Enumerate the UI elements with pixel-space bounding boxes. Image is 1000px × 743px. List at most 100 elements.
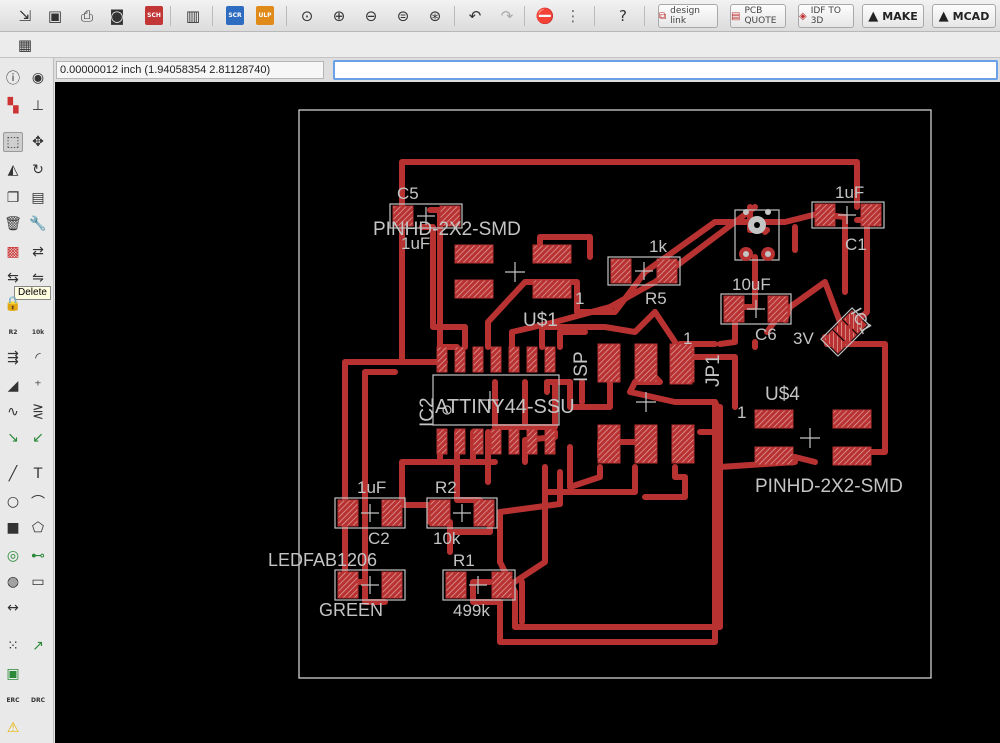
- redo-icon[interactable]: ↷: [500, 7, 514, 25]
- label-green: GREEN: [319, 600, 383, 620]
- command-toolbar: ⓘ ◉ ▚ ⊥ ⬚ ✥ ◭ ↻ ❐ ▤ 🗑 🔧 Delete ▩ ⇄ ⇆ ⇋ 🔒…: [0, 58, 54, 743]
- wrench-icon[interactable]: 🔧: [29, 216, 47, 232]
- dimension-icon[interactable]: ↔: [7, 600, 19, 616]
- meander-icon[interactable]: ∿: [7, 404, 19, 420]
- display-layers-icon[interactable]: ▚: [7, 98, 19, 114]
- hole-icon[interactable]: ◍: [6, 574, 20, 590]
- signal-icon[interactable]: ⊷: [31, 548, 45, 564]
- value-icon[interactable]: 10k: [31, 328, 45, 336]
- miter-icon[interactable]: ◜: [35, 350, 41, 366]
- pcb-layout: C5 1uF PINHD-2X2-SMD 1uF C1 1k R5 U$1 1 …: [268, 109, 932, 679]
- zoom-fit-icon[interactable]: ⊙: [300, 7, 314, 25]
- arc-icon[interactable]: ⌒: [31, 495, 45, 511]
- silkscreen-labels: C5 1uF PINHD-2X2-SMD 1uF C1 1k R5 U$1 1 …: [268, 183, 903, 620]
- grid-icon[interactable]: ▦: [17, 36, 33, 54]
- command-input[interactable]: [333, 60, 998, 80]
- show-icon[interactable]: ◉: [31, 70, 45, 86]
- undo-icon[interactable]: ↶: [468, 7, 482, 25]
- script-button[interactable]: SCR: [226, 6, 244, 25]
- r2-footprint: [426, 497, 498, 529]
- idf-to-3d-button[interactable]: ◈IDF TO 3D: [798, 4, 854, 28]
- save-icon[interactable]: ▣: [47, 7, 63, 25]
- label-c6: C6: [755, 325, 777, 344]
- make-button[interactable]: ▲MAKE: [862, 4, 924, 28]
- command-row: 0.00000012 inch (1.94058354 2.81128740): [54, 58, 1000, 82]
- schematic-switch-button[interactable]: SCH: [145, 6, 163, 25]
- help-icon[interactable]: ?: [619, 7, 627, 25]
- parameter-toolbar: ▦: [0, 32, 1000, 58]
- pcb-icon: ▤: [731, 10, 741, 22]
- via-icon[interactable]: ◎: [6, 548, 20, 564]
- mark-icon[interactable]: ⊥: [31, 98, 45, 114]
- label-jp1: JP1: [703, 354, 724, 387]
- zoom-select-icon[interactable]: ⊛: [428, 7, 442, 25]
- move-icon[interactable]: ✥: [32, 134, 44, 150]
- label-c2-value: 1uF: [357, 478, 386, 497]
- drc-button[interactable]: DRC: [30, 696, 45, 704]
- paste-icon[interactable]: ▤: [31, 190, 45, 206]
- delete-tooltip: Delete: [14, 286, 51, 300]
- board-canvas[interactable]: C5 1uF PINHD-2X2-SMD 1uF C1 1k R5 U$1 1 …: [55, 82, 1000, 743]
- route-differential-icon[interactable]: ⋛: [32, 404, 44, 420]
- label-r2-value: 10k: [433, 529, 461, 548]
- origin-markers: [361, 206, 856, 594]
- ripup-icon[interactable]: ↙: [32, 430, 44, 446]
- zoom-in-icon[interactable]: ⊕: [332, 7, 346, 25]
- label-r1-value: 499k: [453, 601, 490, 620]
- label-r2: R2: [435, 478, 457, 497]
- open-icon[interactable]: ⇲: [18, 7, 32, 25]
- smash-icon[interactable]: ⇶: [7, 350, 19, 366]
- erc-button[interactable]: ERC: [6, 696, 20, 704]
- led-footprint: [334, 569, 406, 601]
- go-icon[interactable]: ⋮: [565, 7, 581, 25]
- auto-route-icon[interactable]: ↗: [32, 638, 44, 654]
- text-icon[interactable]: T: [33, 466, 43, 482]
- ulp-button[interactable]: ULP: [256, 6, 274, 25]
- info-icon[interactable]: ⓘ: [6, 71, 20, 87]
- r5-footprint: [607, 256, 681, 286]
- label-us4: U$4: [765, 384, 800, 405]
- ratsnest-icon[interactable]: ⁙: [7, 638, 19, 654]
- line-icon[interactable]: ╱: [8, 466, 18, 482]
- mirror-icon[interactable]: ◭: [7, 162, 19, 178]
- switch-footprint: [734, 209, 780, 261]
- jp1-pad: [669, 343, 693, 385]
- attribute-icon[interactable]: ▭: [31, 574, 45, 590]
- group-select-icon[interactable]: ⬚: [3, 132, 23, 152]
- lock-icon[interactable]: 🔒: [4, 296, 22, 312]
- polygon-icon[interactable]: ⬠: [31, 520, 45, 536]
- pcb-quote-button[interactable]: ▤PCB QUOTE: [730, 4, 786, 28]
- print-icon[interactable]: ⎙: [80, 7, 93, 25]
- label-us1: U$1: [523, 310, 558, 331]
- swap-icon[interactable]: ⇆: [7, 270, 19, 286]
- label-c5-value: 1uF: [401, 234, 430, 253]
- rotate-icon[interactable]: ↻: [32, 162, 44, 178]
- layer-stack-icon[interactable]: ▣: [6, 666, 20, 682]
- warning-icon[interactable]: ⚠: [6, 720, 20, 736]
- split-icon[interactable]: ◢: [7, 378, 19, 394]
- rectangle-icon[interactable]: ■: [6, 520, 20, 536]
- c5-footprint: [389, 203, 463, 229]
- label-c1: C1: [845, 235, 867, 254]
- copy-icon[interactable]: ❐: [6, 190, 20, 206]
- name-icon[interactable]: R2: [8, 328, 18, 336]
- optimize-icon[interactable]: ⁺: [34, 378, 42, 394]
- stop-icon[interactable]: ⛔: [535, 7, 555, 25]
- mcad-button[interactable]: ▲MCAD: [932, 4, 996, 28]
- library-icon[interactable]: ▥: [185, 7, 201, 25]
- design-link-button[interactable]: ⧉design link: [658, 4, 718, 28]
- gate-swap-icon[interactable]: ⇋: [32, 270, 44, 286]
- autodesk-logo-icon: ▲: [868, 8, 879, 24]
- label-r1: R1: [453, 551, 475, 570]
- delete-icon[interactable]: 🗑: [4, 216, 22, 232]
- route-icon[interactable]: ↘: [7, 430, 19, 446]
- zoom-out-icon[interactable]: ⊖: [364, 7, 378, 25]
- replace-icon[interactable]: ⇄: [32, 244, 44, 260]
- ic2-body: [432, 374, 560, 426]
- label-r5-value: 1k: [649, 237, 667, 256]
- cam-processor-icon[interactable]: ◙: [109, 7, 125, 25]
- circle-icon[interactable]: ○: [6, 494, 20, 510]
- add-icon[interactable]: ▩: [6, 244, 20, 260]
- zoom-redraw-icon[interactable]: ⊜: [396, 7, 410, 25]
